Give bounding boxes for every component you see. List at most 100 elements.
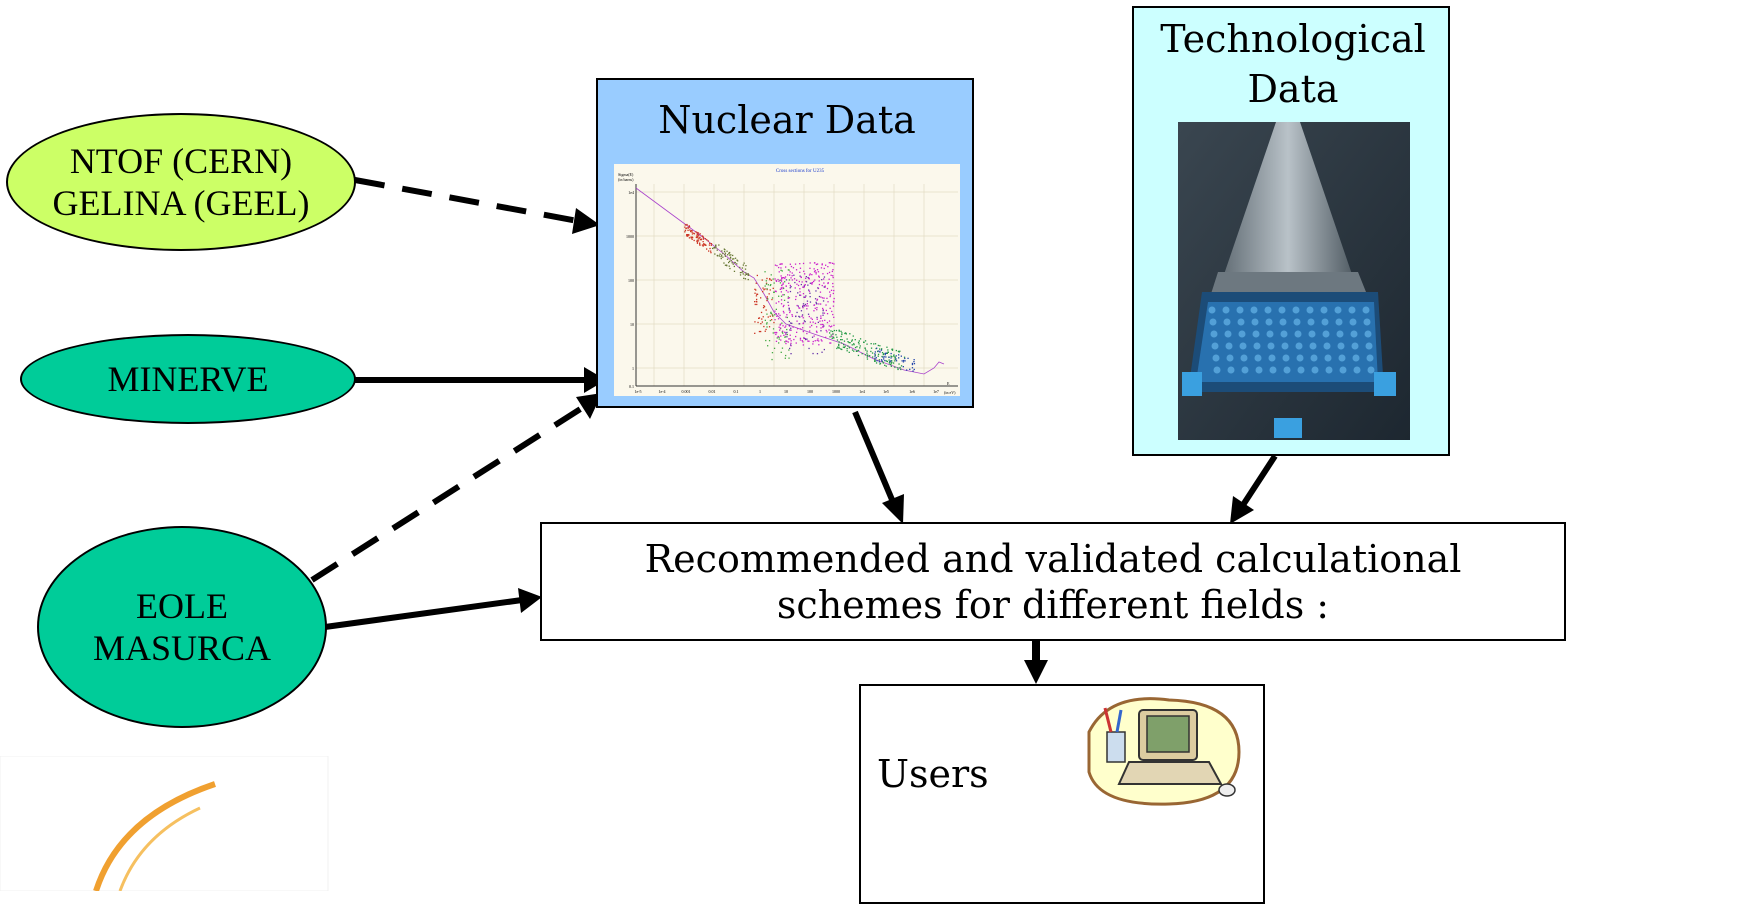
scatter-point bbox=[851, 339, 853, 341]
scatter-point bbox=[697, 234, 699, 236]
scatter-point bbox=[804, 303, 807, 306]
scatter-point bbox=[691, 233, 694, 235]
scatter-point bbox=[686, 234, 688, 236]
scatter-point bbox=[824, 319, 826, 321]
scatter-point bbox=[857, 354, 860, 357]
scatter-point bbox=[787, 304, 790, 307]
scatter-point bbox=[723, 262, 725, 264]
scatter-point bbox=[882, 353, 884, 356]
scatter-point bbox=[687, 227, 690, 229]
scatter-point bbox=[778, 295, 780, 297]
scatter-point bbox=[770, 279, 773, 281]
scatter-point bbox=[820, 330, 822, 332]
scatter-point bbox=[800, 276, 802, 279]
scatter-point bbox=[894, 360, 896, 362]
scatter-point bbox=[811, 282, 813, 284]
scatter-point bbox=[821, 320, 824, 322]
scatter-point bbox=[704, 244, 707, 246]
scatter-point bbox=[785, 266, 787, 268]
scatter-point bbox=[884, 359, 886, 362]
scatter-point bbox=[811, 336, 814, 338]
scatter-point bbox=[848, 351, 850, 353]
users-label: Users bbox=[877, 752, 989, 796]
scatter-point bbox=[843, 340, 846, 342]
scatter-point bbox=[871, 352, 874, 354]
scatter-point bbox=[796, 304, 798, 307]
scatter-point bbox=[806, 338, 808, 340]
assembly-hole bbox=[1210, 330, 1218, 338]
scatter-point bbox=[774, 319, 776, 321]
scatter-point bbox=[788, 338, 790, 340]
scatter-point bbox=[771, 297, 774, 299]
scatter-point bbox=[778, 280, 780, 282]
scatter-point bbox=[780, 335, 782, 337]
xtick-label: 1e7 bbox=[933, 389, 939, 394]
scatter-point bbox=[803, 285, 805, 287]
scatter-point bbox=[785, 279, 788, 281]
scatter-point bbox=[789, 287, 791, 289]
scatter-point bbox=[813, 262, 816, 264]
scatter-point bbox=[826, 272, 829, 275]
assembly-hole bbox=[1255, 366, 1263, 374]
scatter-point bbox=[703, 243, 705, 245]
assembly-hole bbox=[1295, 342, 1303, 350]
scatter-point bbox=[803, 286, 805, 288]
scatter-point bbox=[835, 329, 838, 332]
scatter-point bbox=[786, 336, 788, 338]
scatter-point bbox=[785, 325, 787, 327]
scatter-point bbox=[795, 342, 797, 344]
scatter-point bbox=[754, 321, 756, 323]
scatter-point bbox=[780, 267, 782, 269]
logo-arc bbox=[0, 756, 329, 891]
scatter-point bbox=[713, 246, 716, 249]
scatter-point bbox=[800, 310, 803, 312]
scatter-point bbox=[809, 330, 811, 332]
scatter-point bbox=[795, 335, 797, 338]
scatter-point bbox=[786, 328, 788, 331]
scatter-point bbox=[699, 242, 701, 244]
scatter-point bbox=[796, 283, 798, 285]
scatter-point bbox=[831, 337, 833, 339]
scatter-point bbox=[864, 347, 866, 349]
scatter-point bbox=[706, 239, 708, 241]
assembly-hole bbox=[1266, 330, 1274, 338]
scatter-point bbox=[814, 298, 817, 300]
scatter-point bbox=[787, 291, 789, 293]
scatter-point bbox=[807, 276, 809, 279]
scatter-point bbox=[809, 321, 811, 323]
scatter-point bbox=[779, 279, 781, 281]
assembly-hole bbox=[1297, 366, 1305, 374]
scatter-point bbox=[765, 282, 768, 284]
scatter-point bbox=[803, 337, 805, 339]
scatter-point bbox=[804, 273, 806, 275]
scatter-point bbox=[780, 303, 783, 305]
scatter-point bbox=[831, 262, 834, 264]
scatter-point bbox=[754, 292, 756, 294]
scatter-point bbox=[788, 282, 790, 284]
scatter-point bbox=[796, 311, 798, 314]
scatter-point bbox=[854, 339, 856, 341]
scatter-point bbox=[851, 344, 853, 346]
scatter-point bbox=[744, 278, 747, 280]
ytick-label: 0.1 bbox=[629, 384, 634, 389]
scatter-point bbox=[784, 336, 787, 338]
scatter-point bbox=[778, 313, 780, 315]
scatter-point bbox=[781, 288, 783, 290]
scatter-point bbox=[885, 356, 887, 358]
scatter-point bbox=[729, 257, 732, 259]
scatter-point bbox=[784, 326, 786, 328]
scatter-point bbox=[698, 234, 700, 236]
scatter-point bbox=[755, 295, 758, 297]
scatter-point bbox=[764, 271, 766, 273]
scatter-point bbox=[784, 331, 786, 333]
scatter-point bbox=[816, 339, 818, 342]
scatter-point bbox=[742, 264, 744, 266]
scatter-point bbox=[790, 353, 792, 355]
scatter-point bbox=[807, 305, 809, 307]
scatter-point bbox=[786, 333, 788, 336]
scatter-point bbox=[687, 234, 689, 236]
scatter-point bbox=[731, 262, 733, 264]
scatter-point bbox=[852, 335, 854, 337]
scatter-point bbox=[772, 328, 775, 330]
scatter-point bbox=[774, 264, 777, 266]
